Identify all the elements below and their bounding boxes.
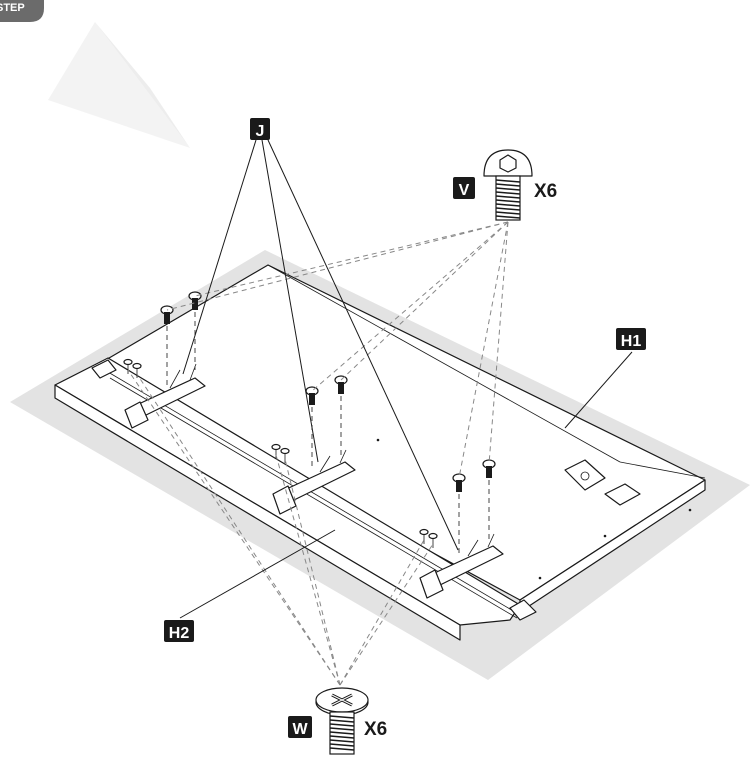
mounting-plate: [564, 459, 606, 491]
bracket-j-left: [124, 363, 206, 429]
tag-h2: H2: [164, 620, 194, 642]
tag-w-text: W: [292, 721, 308, 738]
bolt-v-icon: [483, 149, 533, 221]
bracket-j-middle: [272, 449, 356, 515]
tag-w: W: [288, 716, 312, 738]
tag-h1-text: H1: [621, 333, 642, 350]
step-badge: STEP: [0, 0, 44, 22]
screw-w-set: [123, 358, 438, 548]
tag-j-text: J: [256, 123, 265, 140]
v-callout-lines: [166, 221, 509, 479]
screw-w-icon: [315, 687, 369, 755]
decorative-triangle: [48, 22, 190, 148]
panel-h1: [91, 264, 706, 613]
tag-h1: H1: [616, 328, 646, 350]
w-callout-lines: [127, 369, 434, 686]
tag-j: J: [250, 118, 270, 140]
drop-lines: [166, 312, 490, 555]
bracket-j-right: [419, 533, 504, 599]
quantity-w: X6: [364, 719, 387, 740]
h2-leader-line: [179, 529, 336, 619]
quantity-v: X6: [534, 181, 557, 202]
h1-leader-line: [564, 351, 633, 429]
tag-v: V: [453, 177, 475, 199]
tag-h2-text: H2: [169, 625, 190, 642]
tag-v-text: V: [459, 182, 470, 199]
step-badge-text: STEP: [0, 2, 25, 14]
j-leader-lines: [182, 139, 459, 551]
